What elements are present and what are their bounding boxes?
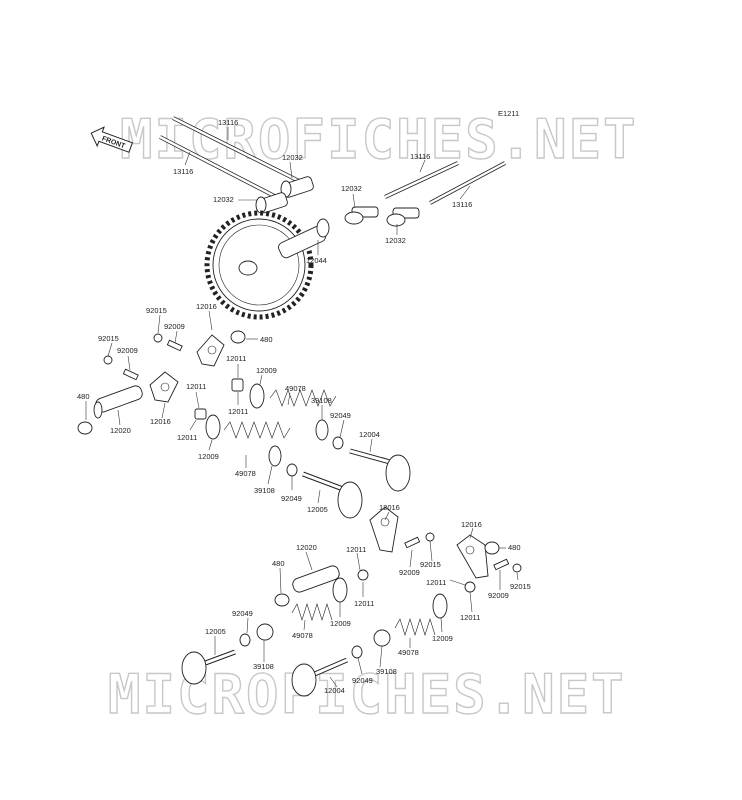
label-valve: 12005 <box>205 627 226 636</box>
label-retainer: 12009 <box>256 366 277 375</box>
label-valve-seal: 92049 <box>352 676 373 685</box>
label-tappet: 12032 <box>341 184 362 193</box>
label-retainer: 12009 <box>432 634 453 643</box>
valve-upper-a <box>349 448 411 492</box>
label-valve-spring: 49078 <box>285 384 306 393</box>
label-adjust-screw: 92009 <box>164 322 185 331</box>
label-rocker-arm: 12016 <box>150 417 171 426</box>
label-adjust-screw: 92009 <box>488 591 509 600</box>
circlip-right-low <box>274 593 290 607</box>
label-valve-seal: 92049 <box>281 494 302 503</box>
part-labels: 13116 13116 13116 13116 12032 12032 1203… <box>77 118 531 695</box>
label-valve-spring: 49078 <box>398 648 419 657</box>
tappet-right <box>386 207 420 227</box>
label-rocker-arm: 12016 <box>196 302 217 311</box>
label-valve-spring: 49078 <box>235 469 256 478</box>
circlip-right <box>484 541 500 555</box>
label-collar: 12011 <box>460 613 480 622</box>
label-collar: 12011 <box>226 354 246 363</box>
label-valve-spring: 49078 <box>292 631 313 640</box>
label-retainer: 12009 <box>330 619 351 628</box>
valve-lower-b <box>291 657 348 697</box>
diagram-code: E1211 <box>498 109 519 118</box>
label-pushrod: 13116 <box>218 118 238 127</box>
valve-spring-upper <box>249 383 344 450</box>
label-circlip: 480 <box>508 543 521 552</box>
label-collar: 12011 <box>426 578 446 587</box>
label-spring-seat: 39108 <box>253 662 274 671</box>
label-collar: 12011 <box>346 545 366 554</box>
label-collar: 12011 <box>186 382 206 391</box>
collar-left-b <box>194 408 207 420</box>
label-spring-seat: 39108 <box>311 396 332 405</box>
watermark-top: MICROFICHES.NET <box>120 108 638 171</box>
label-nut: 92015 <box>420 560 441 569</box>
label-valve-seal: 92049 <box>232 609 253 618</box>
label-pushrod: 13116 <box>173 167 193 176</box>
label-pushrod: 13116 <box>410 152 430 161</box>
valve-upper-b <box>302 471 363 519</box>
label-pushrod: 13116 <box>452 200 472 209</box>
leader-lines <box>85 127 519 688</box>
tappet-lower <box>255 192 288 214</box>
valve-spring-lower-far <box>351 593 448 659</box>
rocker-arm-right-b <box>456 534 489 579</box>
collar-right-b <box>464 581 476 593</box>
label-valve-seal: 92049 <box>330 411 351 420</box>
rocker-arm-left-b <box>196 334 225 367</box>
label-retainer: 12009 <box>198 452 219 461</box>
label-tappet: 12032 <box>385 236 406 245</box>
label-nut: 92015 <box>146 306 167 315</box>
label-adjust-screw: 92009 <box>399 568 420 577</box>
rocker-shaft-right <box>292 565 340 593</box>
rocker-shaft-left <box>93 385 143 419</box>
label-rocker-shaft: 12020 <box>296 543 317 552</box>
collar-left-a <box>231 378 244 392</box>
label-nut: 92015 <box>510 582 531 591</box>
valve-spring-lower-left <box>205 414 298 477</box>
adjust-screws-right <box>404 532 522 573</box>
label-collar: 12011 <box>228 407 248 416</box>
label-nut: 92015 <box>98 334 119 343</box>
label-circlip: 480 <box>260 335 273 344</box>
pushrod-pair-right <box>384 161 506 205</box>
label-adjust-screw: 92009 <box>117 346 138 355</box>
camshaft-gear <box>204 210 330 320</box>
label-spring-seat: 39108 <box>254 486 275 495</box>
valve-lower-a <box>181 649 236 685</box>
label-rocker-arm: 12016 <box>461 520 482 529</box>
label-valve: 12004 <box>324 686 345 695</box>
circlip-left-high <box>230 330 246 344</box>
rocker-arm-left-a <box>149 371 179 403</box>
label-camshaft: 12044 <box>306 256 327 265</box>
label-circlip: 480 <box>272 559 285 568</box>
label-valve: 12004 <box>359 430 380 439</box>
label-collar: 12011 <box>177 433 197 442</box>
tappet-mid <box>344 206 379 225</box>
collar-right-a <box>357 569 369 581</box>
label-tappet: 12032 <box>282 153 303 162</box>
label-rocker-shaft: 12020 <box>110 426 131 435</box>
label-tappet: 12032 <box>213 195 234 204</box>
label-rocker-arm: 12016 <box>379 503 400 512</box>
pushrod-pair-left <box>159 116 308 203</box>
label-spring-seat: 39108 <box>376 667 397 676</box>
circlip-left-low <box>77 421 93 435</box>
label-collar: 12011 <box>354 599 374 608</box>
adjust-screws-left <box>103 333 183 381</box>
label-valve: 12005 <box>307 505 328 514</box>
label-circlip: 480 <box>77 392 90 401</box>
rocker-arm-right-a <box>369 506 399 553</box>
